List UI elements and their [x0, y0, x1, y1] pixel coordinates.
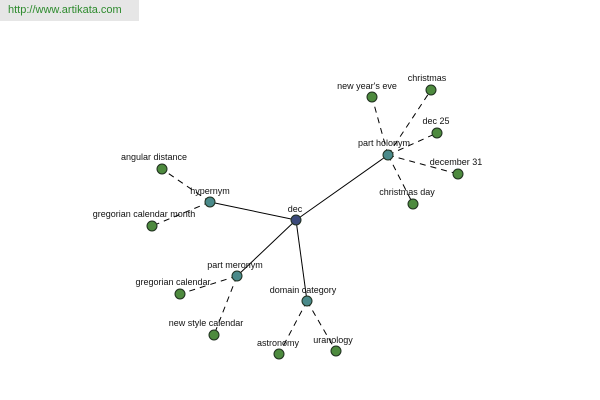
edge-part-holonym-december-31 — [387, 154, 459, 175]
site-url-link[interactable]: http://www.artikata.com — [0, 0, 139, 21]
edge-dec-hypernym — [209, 201, 297, 221]
node-astronomy[interactable] — [273, 348, 285, 360]
edge-hypernym-angular-distance — [161, 168, 211, 203]
node-christmas[interactable] — [425, 84, 437, 96]
node-dec[interactable] — [290, 214, 302, 226]
node-new-years-eve[interactable] — [366, 91, 378, 103]
edge-domain-category-uranology — [306, 300, 337, 352]
label-new-years-eve[interactable]: new year's eve — [337, 81, 397, 91]
node-gregorian-calendar-month[interactable] — [146, 220, 158, 232]
label-uranology[interactable]: uranology — [313, 335, 353, 345]
node-december-31[interactable] — [452, 168, 464, 180]
node-part-meronym[interactable] — [231, 270, 243, 282]
node-gregorian-calendar[interactable] — [174, 288, 186, 300]
node-christmas-day[interactable] — [407, 198, 419, 210]
edge-part-meronym-gregorian-calendar — [179, 275, 238, 295]
label-angular-distance[interactable]: angular distance — [121, 152, 187, 162]
node-angular-distance[interactable] — [156, 163, 168, 175]
graph-edges — [151, 89, 459, 355]
label-christmas[interactable]: christmas — [408, 73, 447, 83]
label-december-31[interactable]: december 31 — [430, 157, 483, 167]
graph-nodes — [146, 84, 464, 360]
edge-part-holonym-christmas-day — [387, 154, 414, 205]
label-new-style-calendar[interactable]: new style calendar — [169, 318, 244, 328]
edge-dec-part-meronym — [236, 219, 297, 277]
edge-dec-part-holonym — [295, 154, 389, 221]
label-gregorian-calendar-month[interactable]: gregorian calendar month — [93, 209, 196, 219]
label-part-meronym[interactable]: part meronym — [207, 260, 263, 270]
label-part-holonym[interactable]: part holonym — [358, 138, 410, 148]
node-part-holonym[interactable] — [382, 149, 394, 161]
label-astronomy[interactable]: astronomy — [257, 338, 300, 348]
edge-part-holonym-christmas — [387, 89, 432, 156]
edge-domain-category-astronomy — [278, 300, 308, 355]
node-hypernym[interactable] — [204, 196, 216, 208]
label-christmas-day[interactable]: christmas day — [379, 187, 435, 197]
label-gregorian-calendar[interactable]: gregorian calendar — [135, 277, 210, 287]
label-hypernym[interactable]: hypernym — [190, 186, 230, 196]
label-dec-25[interactable]: dec 25 — [422, 116, 449, 126]
node-dec-25[interactable] — [431, 127, 443, 139]
node-new-style-calendar[interactable] — [208, 329, 220, 341]
label-dec[interactable]: dec — [288, 204, 303, 214]
node-domain-category[interactable] — [301, 295, 313, 307]
graph-labels: part holonym new year's eve christmas dec 2… — [93, 73, 483, 348]
label-domain-category[interactable]: domain category — [270, 285, 337, 295]
node-uranology[interactable] — [330, 345, 342, 357]
edge-part-holonym-dec-25 — [387, 132, 438, 156]
edge-dec-domain-category — [295, 219, 308, 302]
